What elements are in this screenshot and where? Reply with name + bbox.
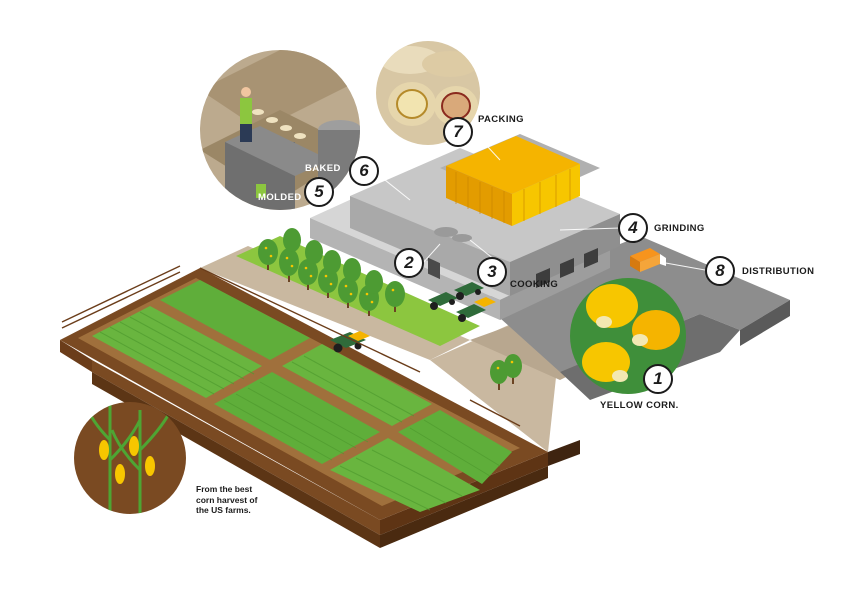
farm-field [60,268,548,520]
corn-plants-inset [74,402,186,514]
orchard-trees [258,228,522,390]
step-number-8: 8 [705,256,735,286]
step-label-cooking: COOKING [510,279,559,290]
crop-plot [160,280,310,360]
step-number-3: 3 [477,257,507,287]
step-number-6: 6 [349,156,379,186]
corn-kernel-icon [586,284,638,328]
packing-crates [446,136,580,226]
crop-plot [330,438,480,512]
harvest-caption: From the best corn harvest of the US far… [196,484,306,516]
step-label-packing: PACKING [478,114,524,125]
crop-plot [214,372,380,464]
step-number-4: 4 [618,213,648,243]
tractors [330,282,496,353]
step-label-grinding: GRINDING [654,223,705,234]
crop-plot [92,306,262,398]
step-connectors [374,131,706,271]
corn-kernel-icon [632,310,680,350]
corn-kernel-icon [582,342,630,382]
step-number-1: 1 [643,364,673,394]
step-label-molded: MOLDED [258,192,302,203]
caption-line-2: corn harvest of [196,494,258,505]
step-number-2: 2 [394,248,424,278]
step-label-distribution: DISTRIBUTION [742,266,815,277]
factory-interior-inset [200,50,360,210]
step-label-yellow-corn: YELLOW CORN. [600,400,679,411]
step-number-7: 7 [443,117,473,147]
caption-line-1: From the best [196,484,253,494]
step-label-baked: BAKED [305,163,341,174]
crop-plot [398,410,512,484]
fence [61,265,521,427]
step-number-5: 5 [304,177,334,207]
caption-line-3: the US farms. [196,505,251,515]
